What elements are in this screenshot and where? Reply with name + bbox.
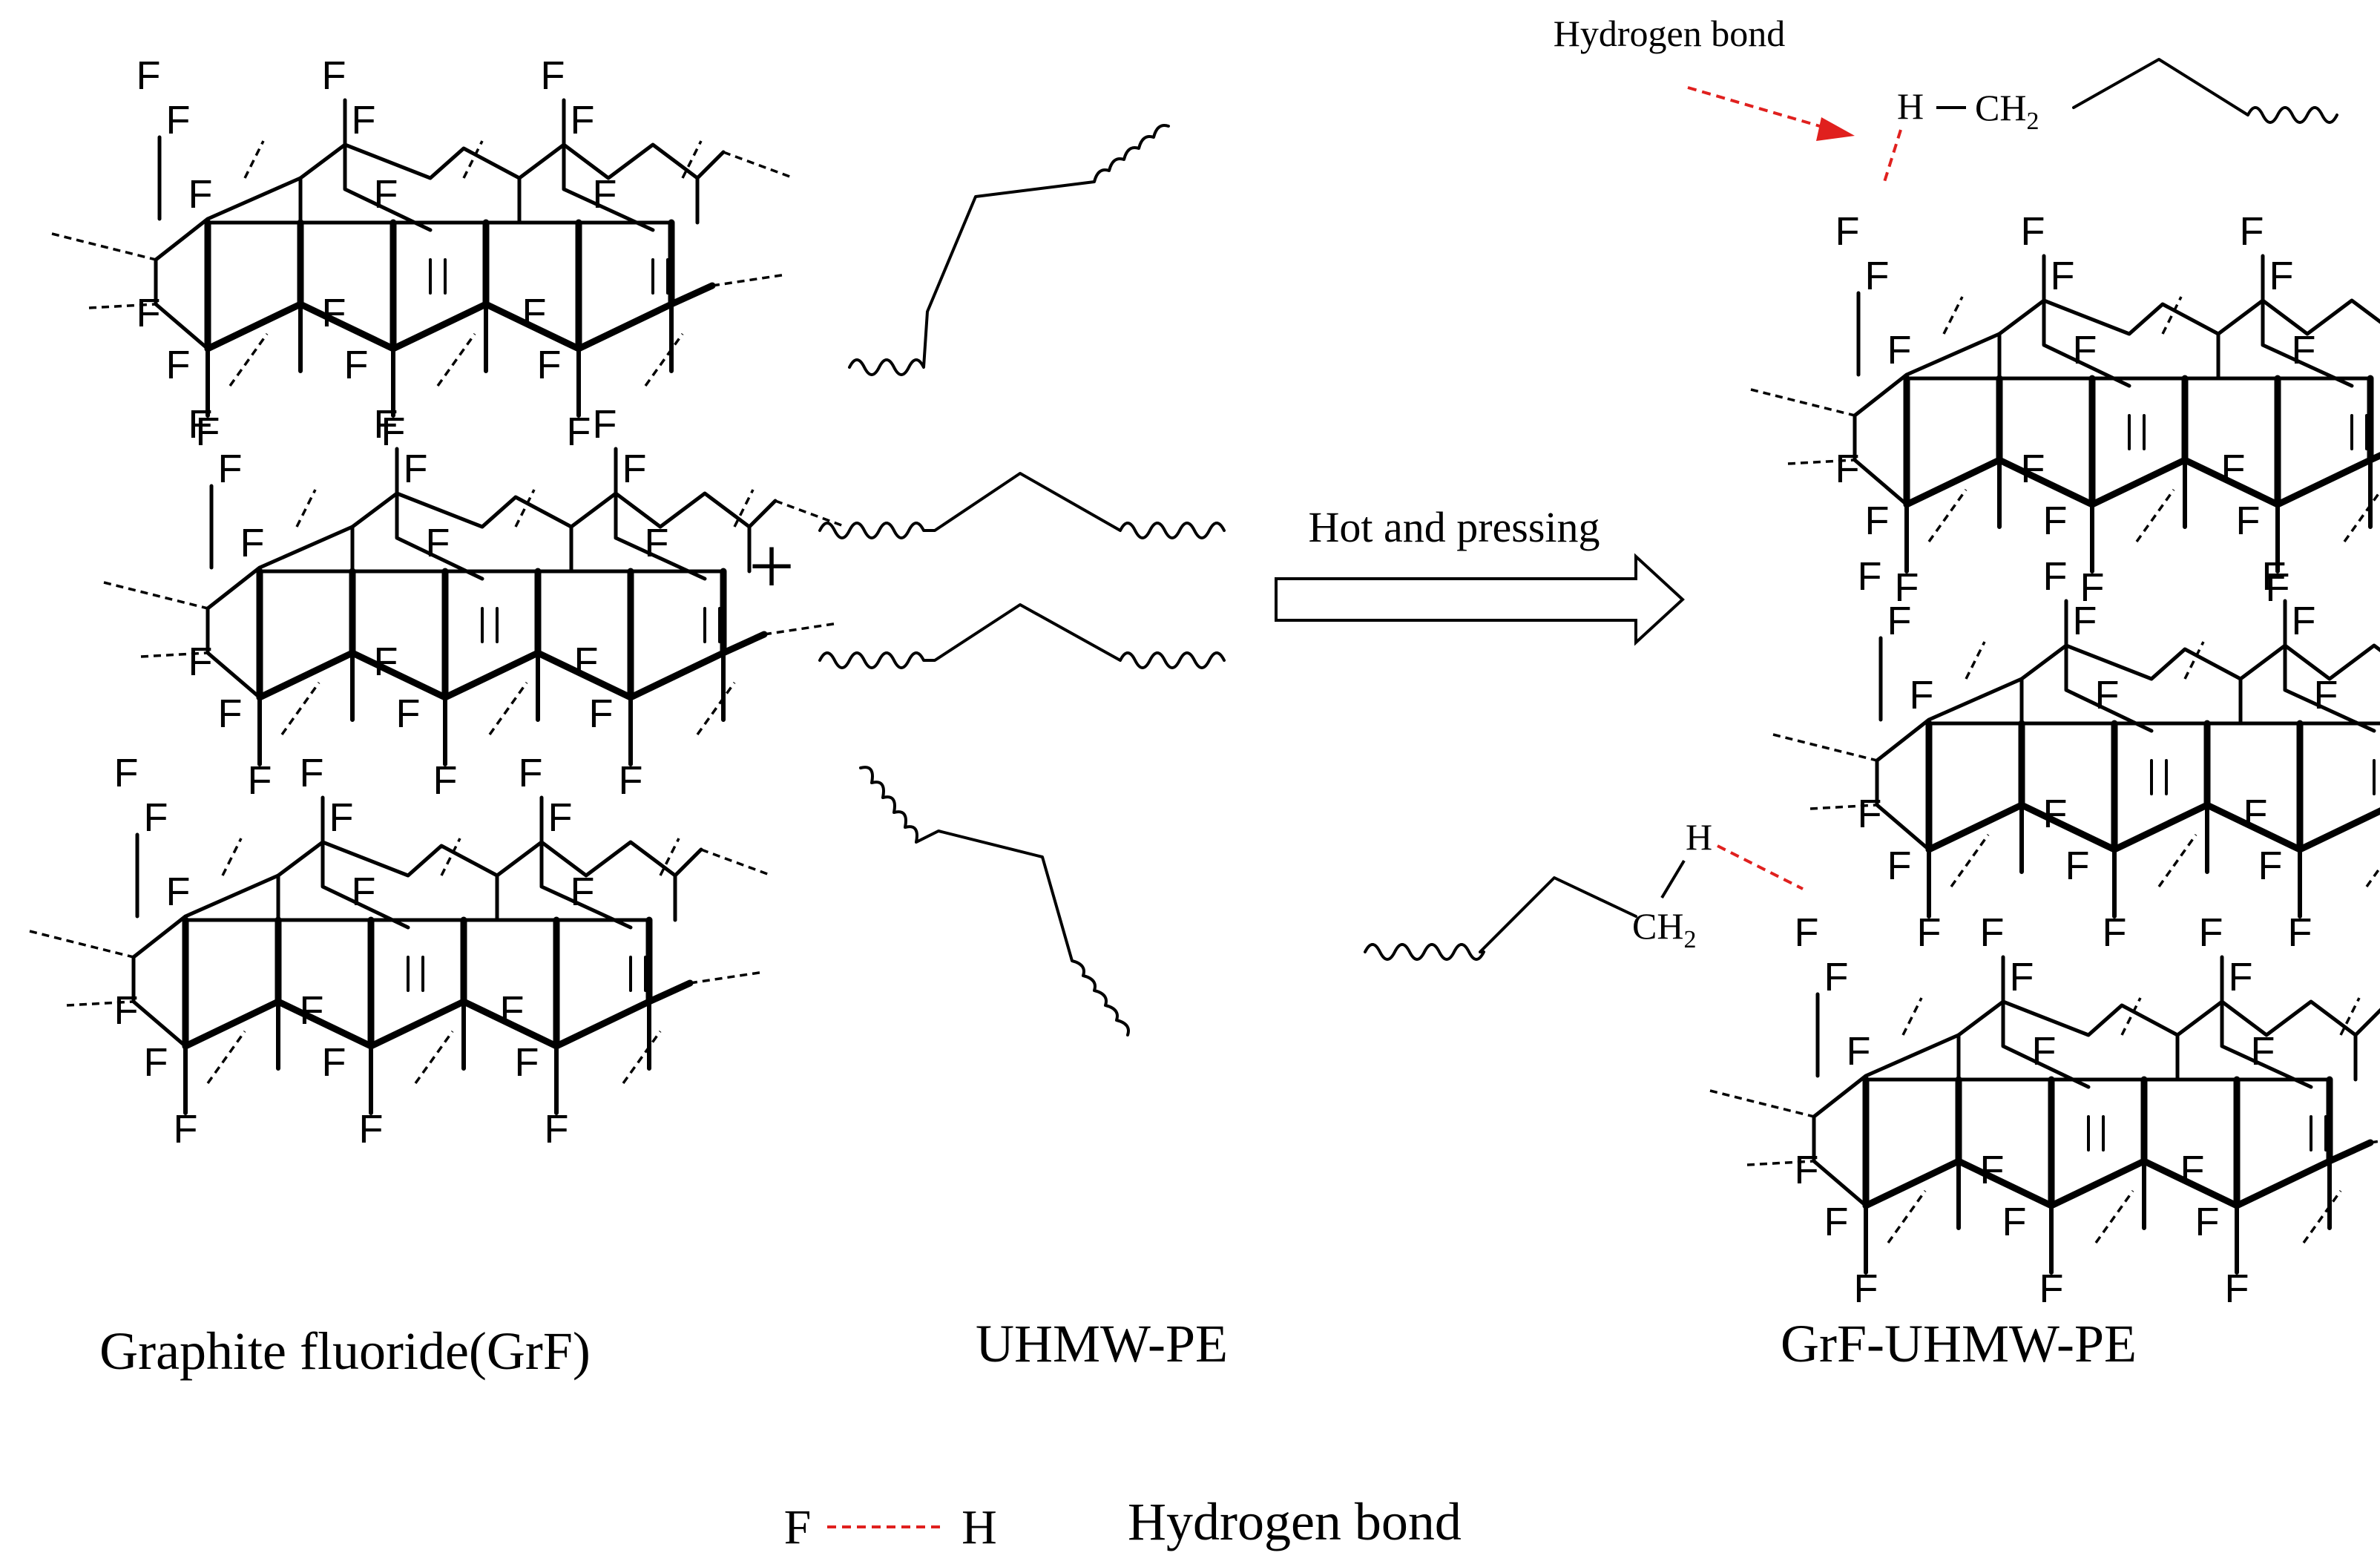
ch2-group-bottom: CH2	[1632, 905, 1696, 953]
hydrogen-bonds	[1717, 129, 1902, 890]
product-sheet-2	[1773, 554, 2380, 955]
pe-chain-3	[818, 603, 1226, 669]
grf-sheet-3	[30, 751, 772, 1152]
callout-arrow	[1687, 86, 1855, 141]
label-uhmw-pe: UHMW-PE	[976, 1314, 1228, 1373]
pe-chain-bottom: CH2 H	[1364, 816, 1712, 961]
uhmw-pe-chains	[818, 124, 1226, 1037]
legend-text: Hydrogen bond	[1128, 1492, 1462, 1551]
grf-reactant	[30, 53, 846, 1152]
pe-chain-1	[848, 124, 1170, 376]
plus-sign: +	[749, 521, 795, 611]
label-graphite-fluoride: Graphite fluoride(GrF)	[99, 1321, 591, 1381]
hydrogen-atom-bottom: H	[1686, 816, 1712, 858]
hydrogen-bond-top	[1883, 129, 1902, 183]
label-grf-uhmw-pe: GrF-UHMW-PE	[1781, 1314, 2137, 1373]
legend: F H Hydrogen bond	[784, 1492, 1462, 1554]
hydrogen-atom-top: H	[1897, 85, 1924, 127]
hydrogen-bond-callout: Hydrogen bond	[1554, 13, 1785, 54]
grf-sheet-2	[104, 402, 846, 803]
ch2-group-top: CH2	[1975, 87, 2039, 135]
reaction-arrow[interactable]	[1275, 553, 1685, 646]
reaction-condition: Hot and pressing	[1308, 503, 1600, 551]
grf-uhmw-pe-product: H CH2 CH2 H Hydrogen bond	[1364, 13, 2380, 1311]
product-sheet-3	[1710, 910, 2380, 1311]
grf-sheet-1	[52, 53, 794, 454]
pe-chain-2	[818, 472, 1226, 539]
legend-h: H	[961, 1500, 997, 1554]
product-sheet-1	[1751, 209, 2380, 610]
legend-f: F	[784, 1500, 812, 1554]
hydrogen-bond-bottom	[1717, 844, 1804, 890]
pe-chain-4	[859, 766, 1130, 1037]
pe-chain-top: H CH2	[1897, 58, 2338, 135]
